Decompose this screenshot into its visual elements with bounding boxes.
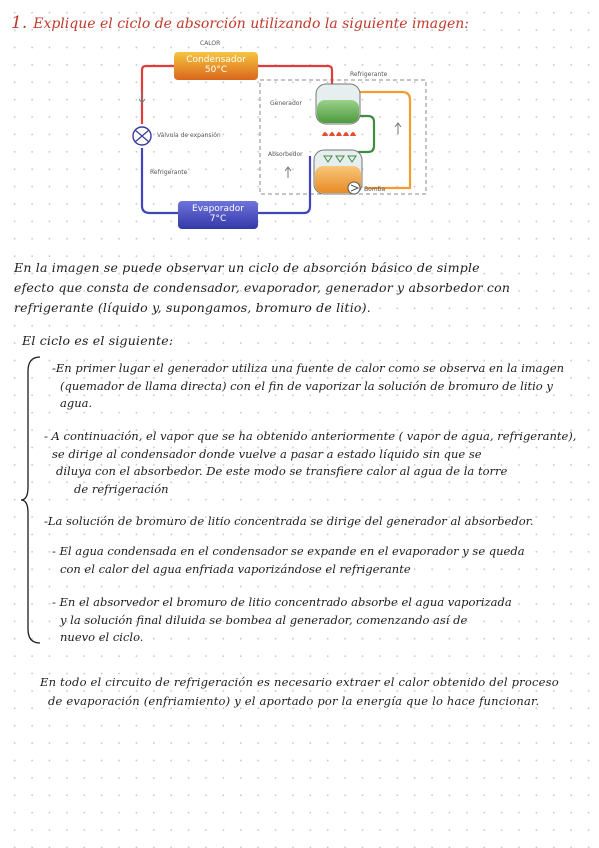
cycle-step: - A continuación, el vapor que se ha obt… (44, 428, 592, 498)
cycle-step: - El agua condensada en el condensador s… (52, 543, 592, 578)
label-absorbedor: Absorbedor (268, 151, 303, 158)
label-bomba: Bomba (364, 186, 386, 193)
intro-paragraph: En la imagen se puede observar un ciclo … (14, 258, 589, 318)
step-line: nuevo el ciclo. (60, 630, 144, 644)
flow-arrow-right (284, 166, 292, 178)
spray-nozzles (323, 155, 357, 163)
absorption-cycle-diagram: CALOR Condensador 50°C Refrigerante Gene… (128, 38, 428, 238)
step-line: con el calor del agua enfriada vaporizán… (60, 561, 411, 576)
vapor-pipe (258, 64, 334, 84)
condensador-label: Condensador 50°C (174, 55, 258, 75)
evaporador-label: Evaporador 7°C (178, 204, 258, 224)
intro-line: En la imagen se puede observar un ciclo … (14, 260, 480, 275)
cycle-step: - En el absorvedor el bromuro de litio c… (52, 594, 592, 647)
intro-line: efecto que consta de condensador, evapor… (14, 280, 511, 295)
concentrated-solution-pipe (358, 114, 376, 154)
flow-arrow-up (394, 122, 402, 134)
step-line: -La solución de bromuro de litio concent… (44, 514, 534, 528)
step-line: y la solución final diluida se bombea al… (60, 612, 468, 627)
cycle-heading: El ciclo es el siguiente: (22, 333, 174, 348)
conclusion-line: En todo el circuito de refrigeración es … (40, 675, 559, 689)
flow-arrow-down (138, 92, 146, 104)
refrigerant-cold-pipe (140, 148, 178, 215)
condensador-name: Condensador (186, 55, 246, 65)
cycle-step: -En primer lugar el generador utiliza un… (52, 360, 592, 413)
question-text: Explique el ciclo de absorción utilizand… (33, 16, 470, 32)
question-number: 1. (11, 13, 28, 33)
evap-to-absorber-pipe (258, 156, 312, 215)
conclusion-line: de evaporación (enfriamiento) y el aport… (48, 694, 540, 708)
cycle-step: -La solución de bromuro de litio concent… (44, 513, 592, 531)
step-line: - A continuación, el vapor que se ha obt… (44, 429, 577, 443)
label-refrigerante-left: Refrigerante (150, 169, 188, 176)
refrigerant-hot-pipe (140, 64, 174, 124)
label-generador: Generador (270, 100, 302, 107)
step-line: - En el absorvedor el bromuro de litio c… (52, 595, 512, 609)
step-line: -En primer lugar el generador utiliza un… (52, 361, 565, 375)
step-line: diluya con el absorbedor. De este modo s… (56, 464, 508, 478)
condensador-temp: 50°C (204, 65, 228, 75)
burner-flames (322, 132, 356, 136)
label-valvula: Válvula de expansión (157, 132, 221, 139)
list-curly-brace (20, 356, 41, 644)
step-line: (quemador de llama directa) con el fin d… (60, 378, 553, 393)
step-line: de refrigeración (74, 481, 169, 496)
label-calor: CALOR (200, 40, 221, 47)
intro-line: refrigerante (líquido y, supongamos, bro… (14, 300, 371, 315)
step-line: agua. (60, 396, 93, 410)
step-line: - El agua condensada en el condensador s… (52, 544, 525, 558)
step-line: se dirige al condensador donde vuelve a … (52, 446, 482, 461)
conclusion-paragraph: En todo el circuito de refrigeración es … (40, 673, 590, 711)
evaporator-box (178, 201, 258, 229)
evaporador-temp: 7°C (209, 214, 227, 224)
condenser-box (174, 52, 258, 80)
generator-solution (317, 100, 359, 123)
label-refrigerante-top: Refrigerante (350, 71, 388, 78)
pump-pipe (358, 90, 412, 190)
question-title: 1. Explique el ciclo de absorción utiliza… (11, 13, 571, 33)
diagram-graphic (132, 52, 427, 229)
evaporador-name: Evaporador (192, 204, 244, 214)
